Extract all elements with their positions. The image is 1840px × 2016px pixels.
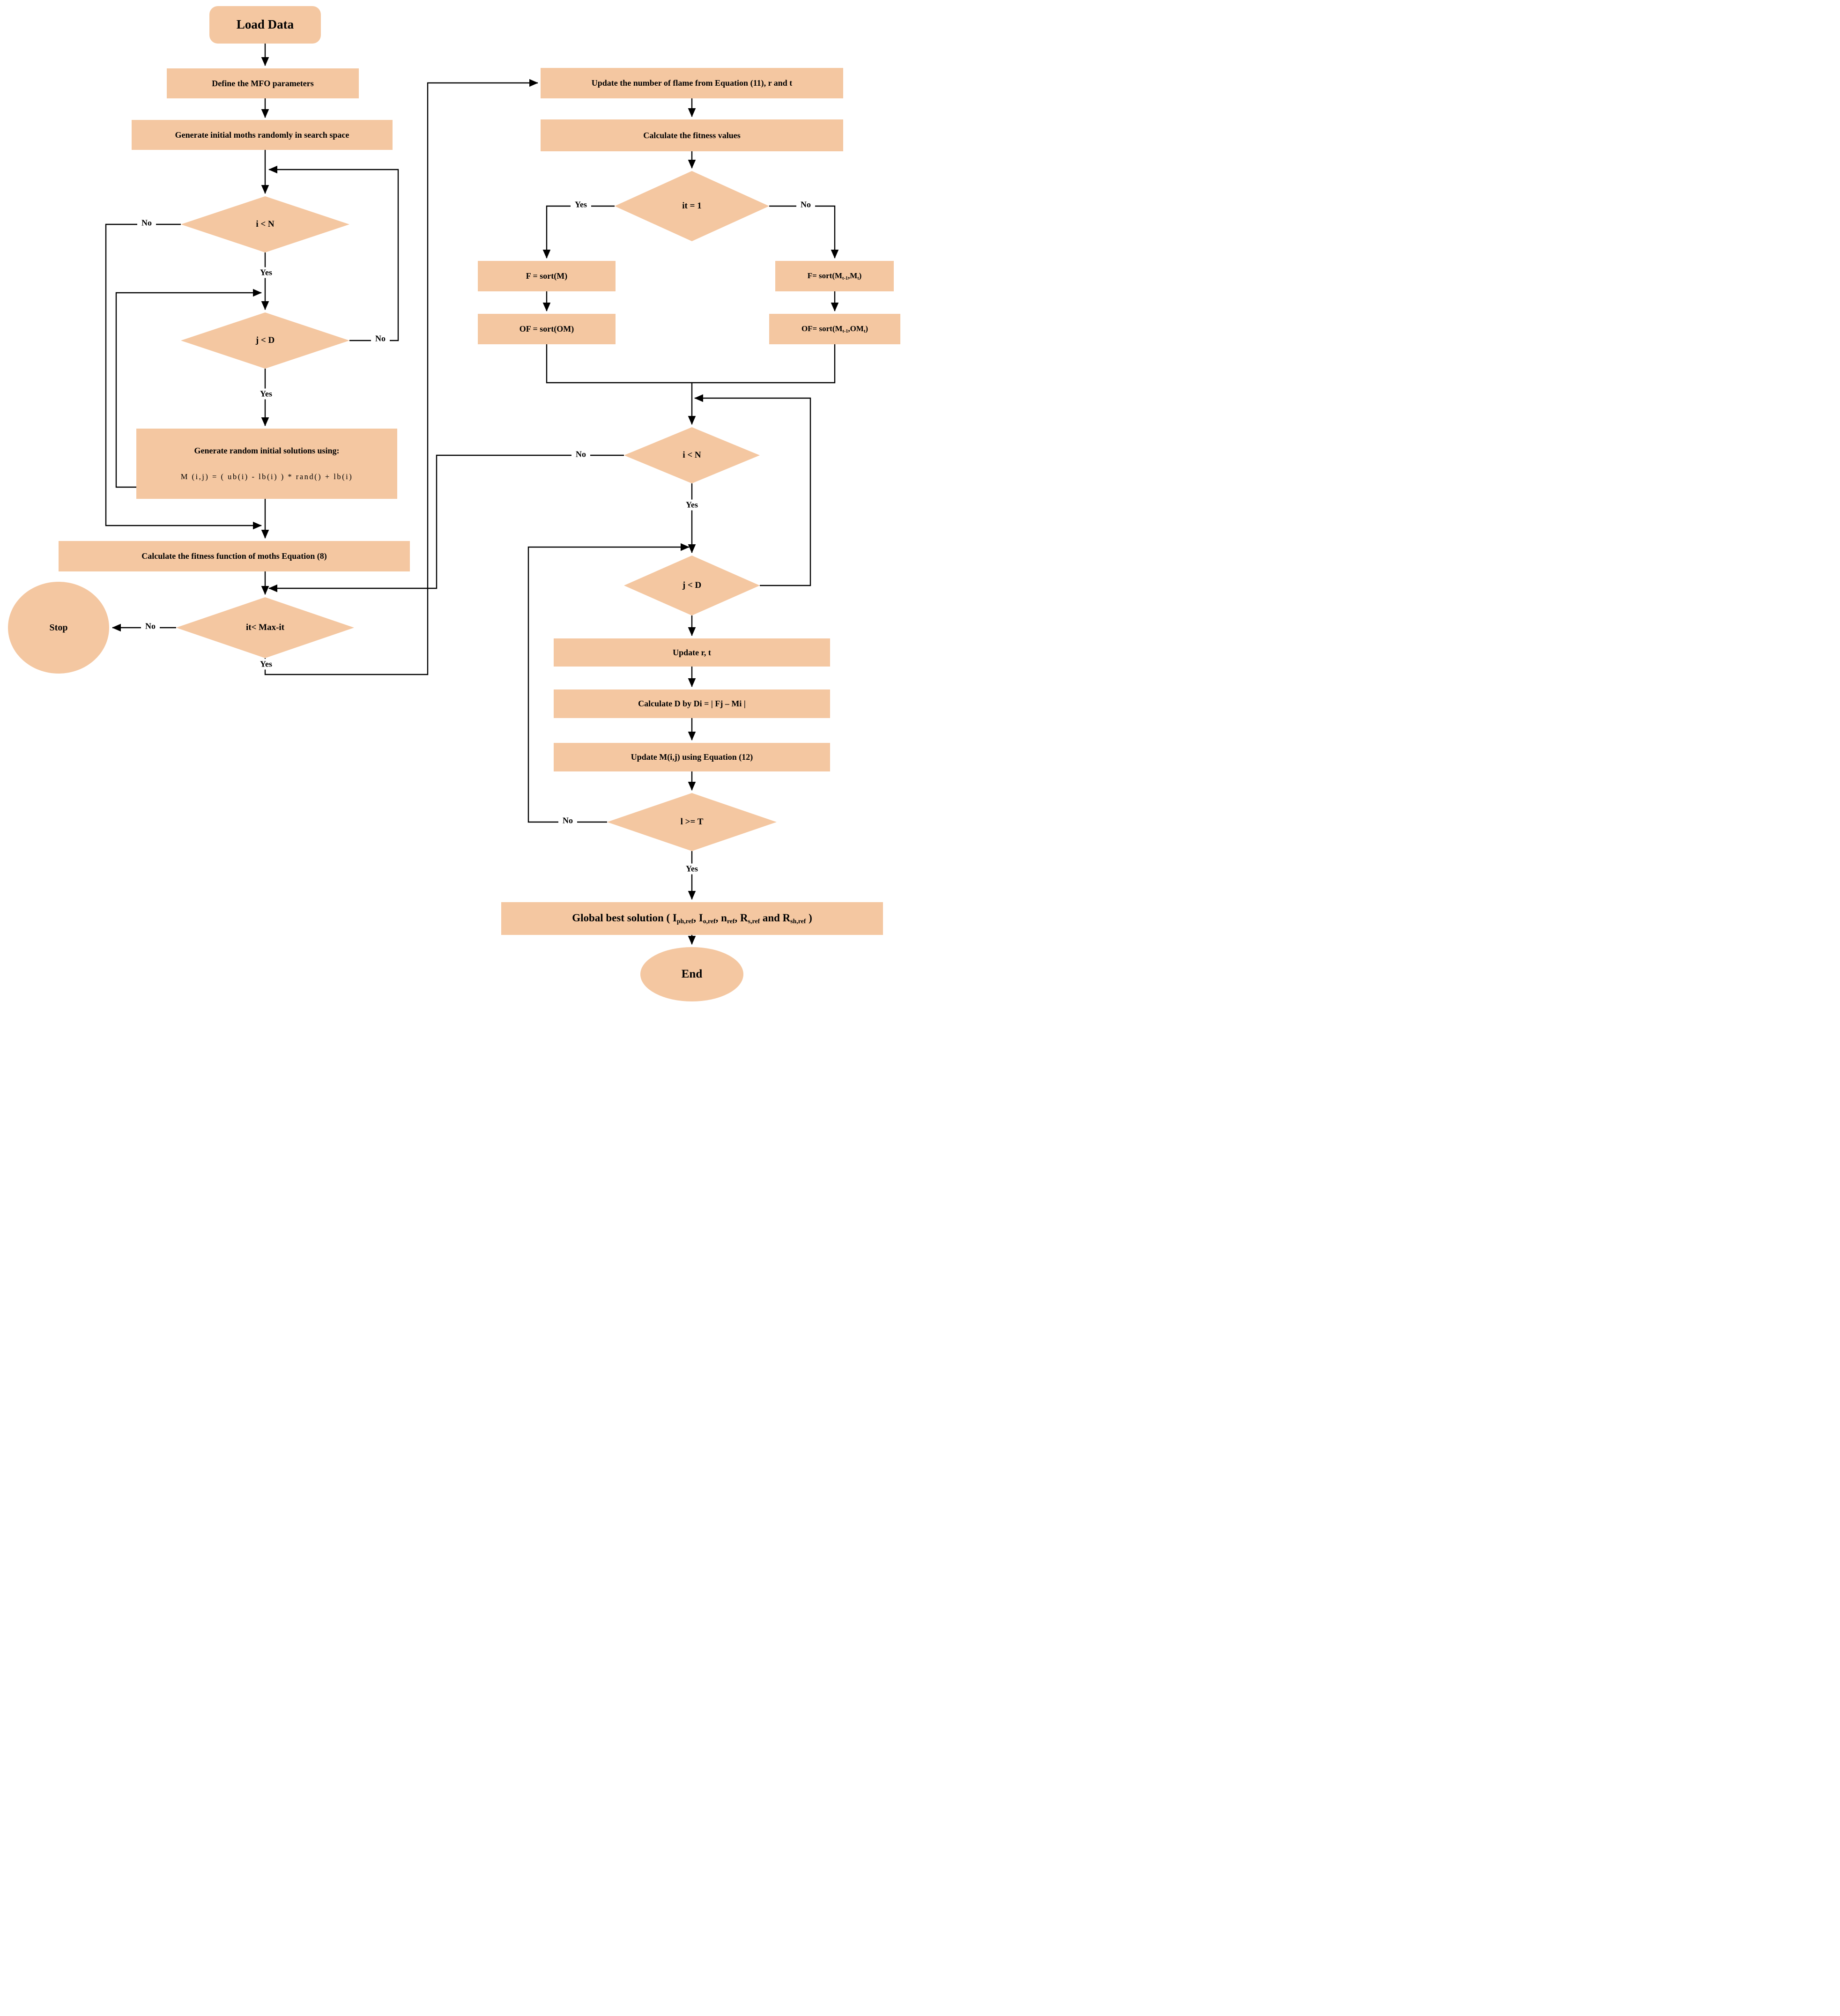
node-generate-random-solutions-text-0: Generate random initial solutions using:	[194, 446, 340, 456]
node-f-sort-mt: F= sort(Mt-1,Mt)	[775, 261, 894, 291]
connector-generate-random-j-loop	[115, 289, 262, 488]
node-of-sort-om: OF = sort(OM)	[478, 314, 616, 344]
edge-label-yes-it1: Yes	[571, 199, 591, 210]
node-generate-initial-moths-text-0: Generate initial moths randomly in searc…	[175, 130, 349, 140]
node-update-m-ij-text-0: Update M(i,j) using Equation (12)	[631, 752, 753, 762]
connector-it1-no	[769, 205, 839, 259]
connector-it-max-yes-to-update-flame	[264, 79, 538, 675]
node-it-eq-1-text-0: it = 1	[682, 201, 702, 211]
connector-i-lt-n-right-no	[268, 454, 624, 593]
edge-label-yes-j-left: Yes	[256, 388, 276, 400]
edge-label-no-it1: No	[796, 199, 815, 210]
node-end-text-0: End	[681, 968, 703, 981]
edge-label-yes-it-max: Yes	[256, 659, 276, 670]
node-stop: Stop	[8, 582, 109, 674]
node-calculate-fitness-function-moths: Calculate the fitness function of moths …	[59, 541, 410, 571]
edge-label-no-l-t: No	[558, 815, 577, 826]
node-f-sort-mt-text-0: F= sort(Mt-1,Mt)	[807, 271, 862, 281]
node-update-m-ij: Update M(i,j) using Equation (12)	[554, 743, 830, 771]
edge-label-yes-l-t: Yes	[682, 863, 702, 875]
node-f-sort-m: F = sort(M)	[478, 261, 616, 291]
node-j-lt-d-left-text-0: j < D	[255, 335, 275, 346]
node-j-lt-d-right-text-0: j < D	[682, 580, 702, 591]
node-update-r-t-text-0: Update r, t	[673, 647, 711, 657]
node-global-best-solution: Global best solution ( Iph,ref, Io,ref, …	[501, 902, 883, 935]
node-update-number-of-flame-text-0: Update the number of flame from Equation…	[591, 78, 793, 88]
node-calculate-fitness-values: Calculate the fitness values	[541, 119, 843, 151]
node-calculate-d: Calculate D by Di = | Fj – Mi |	[554, 689, 830, 718]
edge-label-no-j-left: No	[371, 333, 390, 344]
node-update-number-of-flame: Update the number of flame from Equation…	[541, 68, 843, 98]
node-calculate-d-text-0: Calculate D by Di = | Fj – Mi |	[638, 699, 746, 709]
connector-it1-yes	[542, 205, 615, 259]
node-generate-random-solutions: Generate random initial solutions using:…	[136, 429, 397, 499]
node-i-lt-n-right-text-0: i < N	[683, 450, 701, 460]
node-generate-random-solutions-text-1: M (i,j) = ( ub(i) - lb(i) ) * rand() + l…	[180, 472, 353, 482]
node-update-r-t: Update r, t	[554, 638, 830, 667]
node-generate-initial-moths: Generate initial moths randomly in searc…	[132, 120, 393, 150]
edge-label-no-i-left: No	[137, 217, 156, 229]
node-it-lt-max-it-text-0: it< Max-it	[245, 623, 285, 633]
node-end: End	[640, 947, 743, 1001]
node-i-lt-n-left-text-0: i < N	[256, 219, 275, 230]
connector-merge-right	[692, 344, 836, 384]
node-f-sort-m-text-0: F = sort(M)	[526, 271, 568, 281]
node-of-sort-omt: OF= sort(Mt-1,OMt)	[769, 314, 900, 344]
node-stop-text-0: Stop	[49, 622, 68, 633]
node-define-mfo-parameters-text-0: Define the MFO parameters	[212, 78, 314, 88]
node-calculate-fitness-function-moths-text-0: Calculate the fitness function of moths …	[141, 551, 327, 561]
node-define-mfo-parameters: Define the MFO parameters	[167, 68, 359, 98]
edge-label-yes-i-left: Yes	[256, 267, 276, 278]
edge-label-no-it-max: No	[141, 621, 160, 632]
connector-j-lt-d-right-loop	[694, 394, 811, 586]
node-calculate-fitness-values-text-0: Calculate the fitness values	[643, 130, 741, 140]
edge-label-yes-i-right: Yes	[682, 499, 702, 511]
node-l-gte-t-text-0: l >= T	[680, 817, 704, 827]
connector-merge-left	[546, 344, 692, 384]
edge-label-no-i-right: No	[571, 449, 590, 460]
node-of-sort-om-text-0: OF = sort(OM)	[519, 324, 574, 334]
node-load-data-text-0: Load Data	[236, 17, 294, 32]
node-of-sort-omt-text-0: OF= sort(Mt-1,OMt)	[801, 324, 868, 334]
connector-j-lt-d-left-no-loop	[268, 165, 399, 341]
node-load-data: Load Data	[209, 6, 321, 44]
node-global-best-solution-text-0: Global best solution ( Iph,ref, Io,ref, …	[572, 912, 812, 925]
